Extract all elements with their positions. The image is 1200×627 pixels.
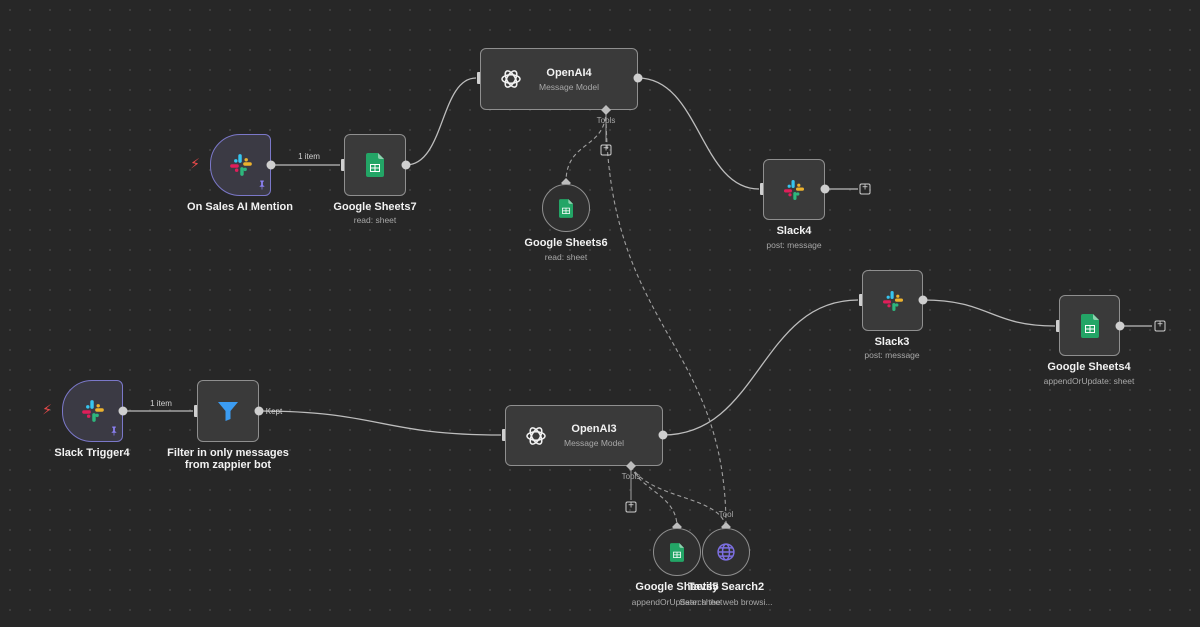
node-openai4[interactable]: OpenAI4 Message Model: [480, 48, 638, 110]
edge-item-count: 1 item: [150, 399, 172, 408]
slack-icon: [81, 400, 104, 422]
node-tavily-search2[interactable]: [702, 528, 750, 576]
output-port[interactable]: [118, 406, 128, 416]
node-subtitle: read: sheet: [544, 252, 588, 262]
node-subtitle: appendOrUpdate: sheet: [631, 597, 723, 607]
output-label-kept: Kept: [265, 407, 283, 416]
input-port[interactable]: [477, 72, 481, 84]
node-openai3[interactable]: OpenAI3 Message Model: [505, 405, 663, 466]
filter-icon: [218, 402, 238, 421]
add-node-button[interactable]: +: [1154, 320, 1166, 332]
input-port[interactable]: [1056, 320, 1060, 332]
node-subtitle: appendOrUpdate: sheet: [1043, 376, 1135, 386]
node-subtitle: post: message: [864, 350, 920, 360]
pin-icon: [258, 177, 267, 195]
node-subtitle: Message Model: [564, 438, 625, 448]
node-subtitle: post: message: [766, 240, 822, 250]
openai-icon: [501, 70, 521, 88]
node-subtitle: Message Model: [539, 81, 600, 92]
input-port[interactable]: [502, 429, 506, 441]
google-sheets-icon: [670, 542, 684, 562]
tool-link-openai4-tavily: [605, 109, 727, 528]
slack-icon: [882, 290, 903, 311]
node-title: Google Sheets5: [635, 581, 719, 593]
input-port[interactable]: [194, 405, 198, 417]
tools-label: Tools: [621, 472, 641, 481]
google-sheets-icon: [559, 198, 573, 218]
output-port[interactable]: [401, 160, 411, 170]
connection-openai3-slack3: [662, 299, 859, 436]
node-title: Google Sheets7: [333, 201, 417, 213]
slack-icon: [229, 154, 252, 176]
node-title: Slack4: [776, 225, 812, 237]
node-title: OpenAI3: [571, 423, 617, 435]
output-port[interactable]: [633, 73, 643, 83]
connection-openai4-slack4: [637, 77, 760, 190]
node-subtitle: Search the web browsi...: [679, 597, 773, 607]
output-port[interactable]: [1115, 321, 1125, 331]
trigger-bolt-icon: ⚡: [190, 155, 200, 172]
input-port[interactable]: [859, 294, 863, 306]
node-google-sheets4[interactable]: [1059, 295, 1120, 356]
trigger-bolt-icon: ⚡: [42, 401, 52, 418]
connection-sheets7-openai4: [405, 77, 477, 166]
globe-icon: [717, 543, 735, 561]
output-port[interactable]: [266, 160, 276, 170]
node-title-line2: from zappier bot: [184, 459, 272, 471]
edge-item-count: 1 item: [298, 152, 320, 161]
openai-icon: [526, 426, 546, 445]
output-port[interactable]: [658, 430, 668, 440]
node-filter[interactable]: [197, 380, 259, 442]
node-slack3[interactable]: [862, 270, 923, 331]
input-port[interactable]: [760, 183, 764, 195]
node-title: Google Sheets4: [1047, 361, 1131, 373]
node-google-sheets5[interactable]: [653, 528, 701, 576]
node-title: OpenAI4: [546, 66, 592, 79]
output-port[interactable]: [820, 184, 830, 194]
node-google-sheets6[interactable]: [542, 184, 590, 232]
tool-link-openai3-sheets5: [630, 465, 678, 528]
output-port[interactable]: [918, 295, 928, 305]
tools-label: Tools: [596, 116, 616, 125]
tool-label: Tool: [718, 510, 734, 519]
node-title: Tavily Search2: [687, 581, 765, 593]
add-tool-button[interactable]: +: [600, 144, 612, 156]
connection-slack3-sheets4: [922, 299, 1056, 327]
tool-link-openai3-tavily: [630, 465, 727, 528]
node-title-line1: Filter in only messages: [167, 447, 289, 459]
node-title: Slack Trigger4: [54, 447, 130, 459]
google-sheets-icon: [1080, 313, 1099, 338]
output-port[interactable]: [254, 406, 264, 416]
node-title: Google Sheets6: [524, 237, 608, 249]
tool-link-openai4-sheets6: [565, 109, 607, 183]
google-sheets-icon: [366, 153, 384, 177]
add-node-button[interactable]: +: [859, 183, 871, 195]
add-tool-button[interactable]: +: [625, 501, 637, 513]
node-google-sheets7[interactable]: [344, 134, 406, 196]
node-title: On Sales AI Mention: [187, 201, 293, 213]
node-slack4[interactable]: [763, 159, 825, 220]
node-subtitle: read: sheet: [353, 215, 397, 225]
node-title: Slack3: [874, 336, 910, 348]
connection-filter-openai3: [258, 410, 502, 436]
pin-icon: [110, 423, 119, 441]
input-port[interactable]: [341, 159, 345, 171]
slack-icon: [784, 179, 804, 200]
